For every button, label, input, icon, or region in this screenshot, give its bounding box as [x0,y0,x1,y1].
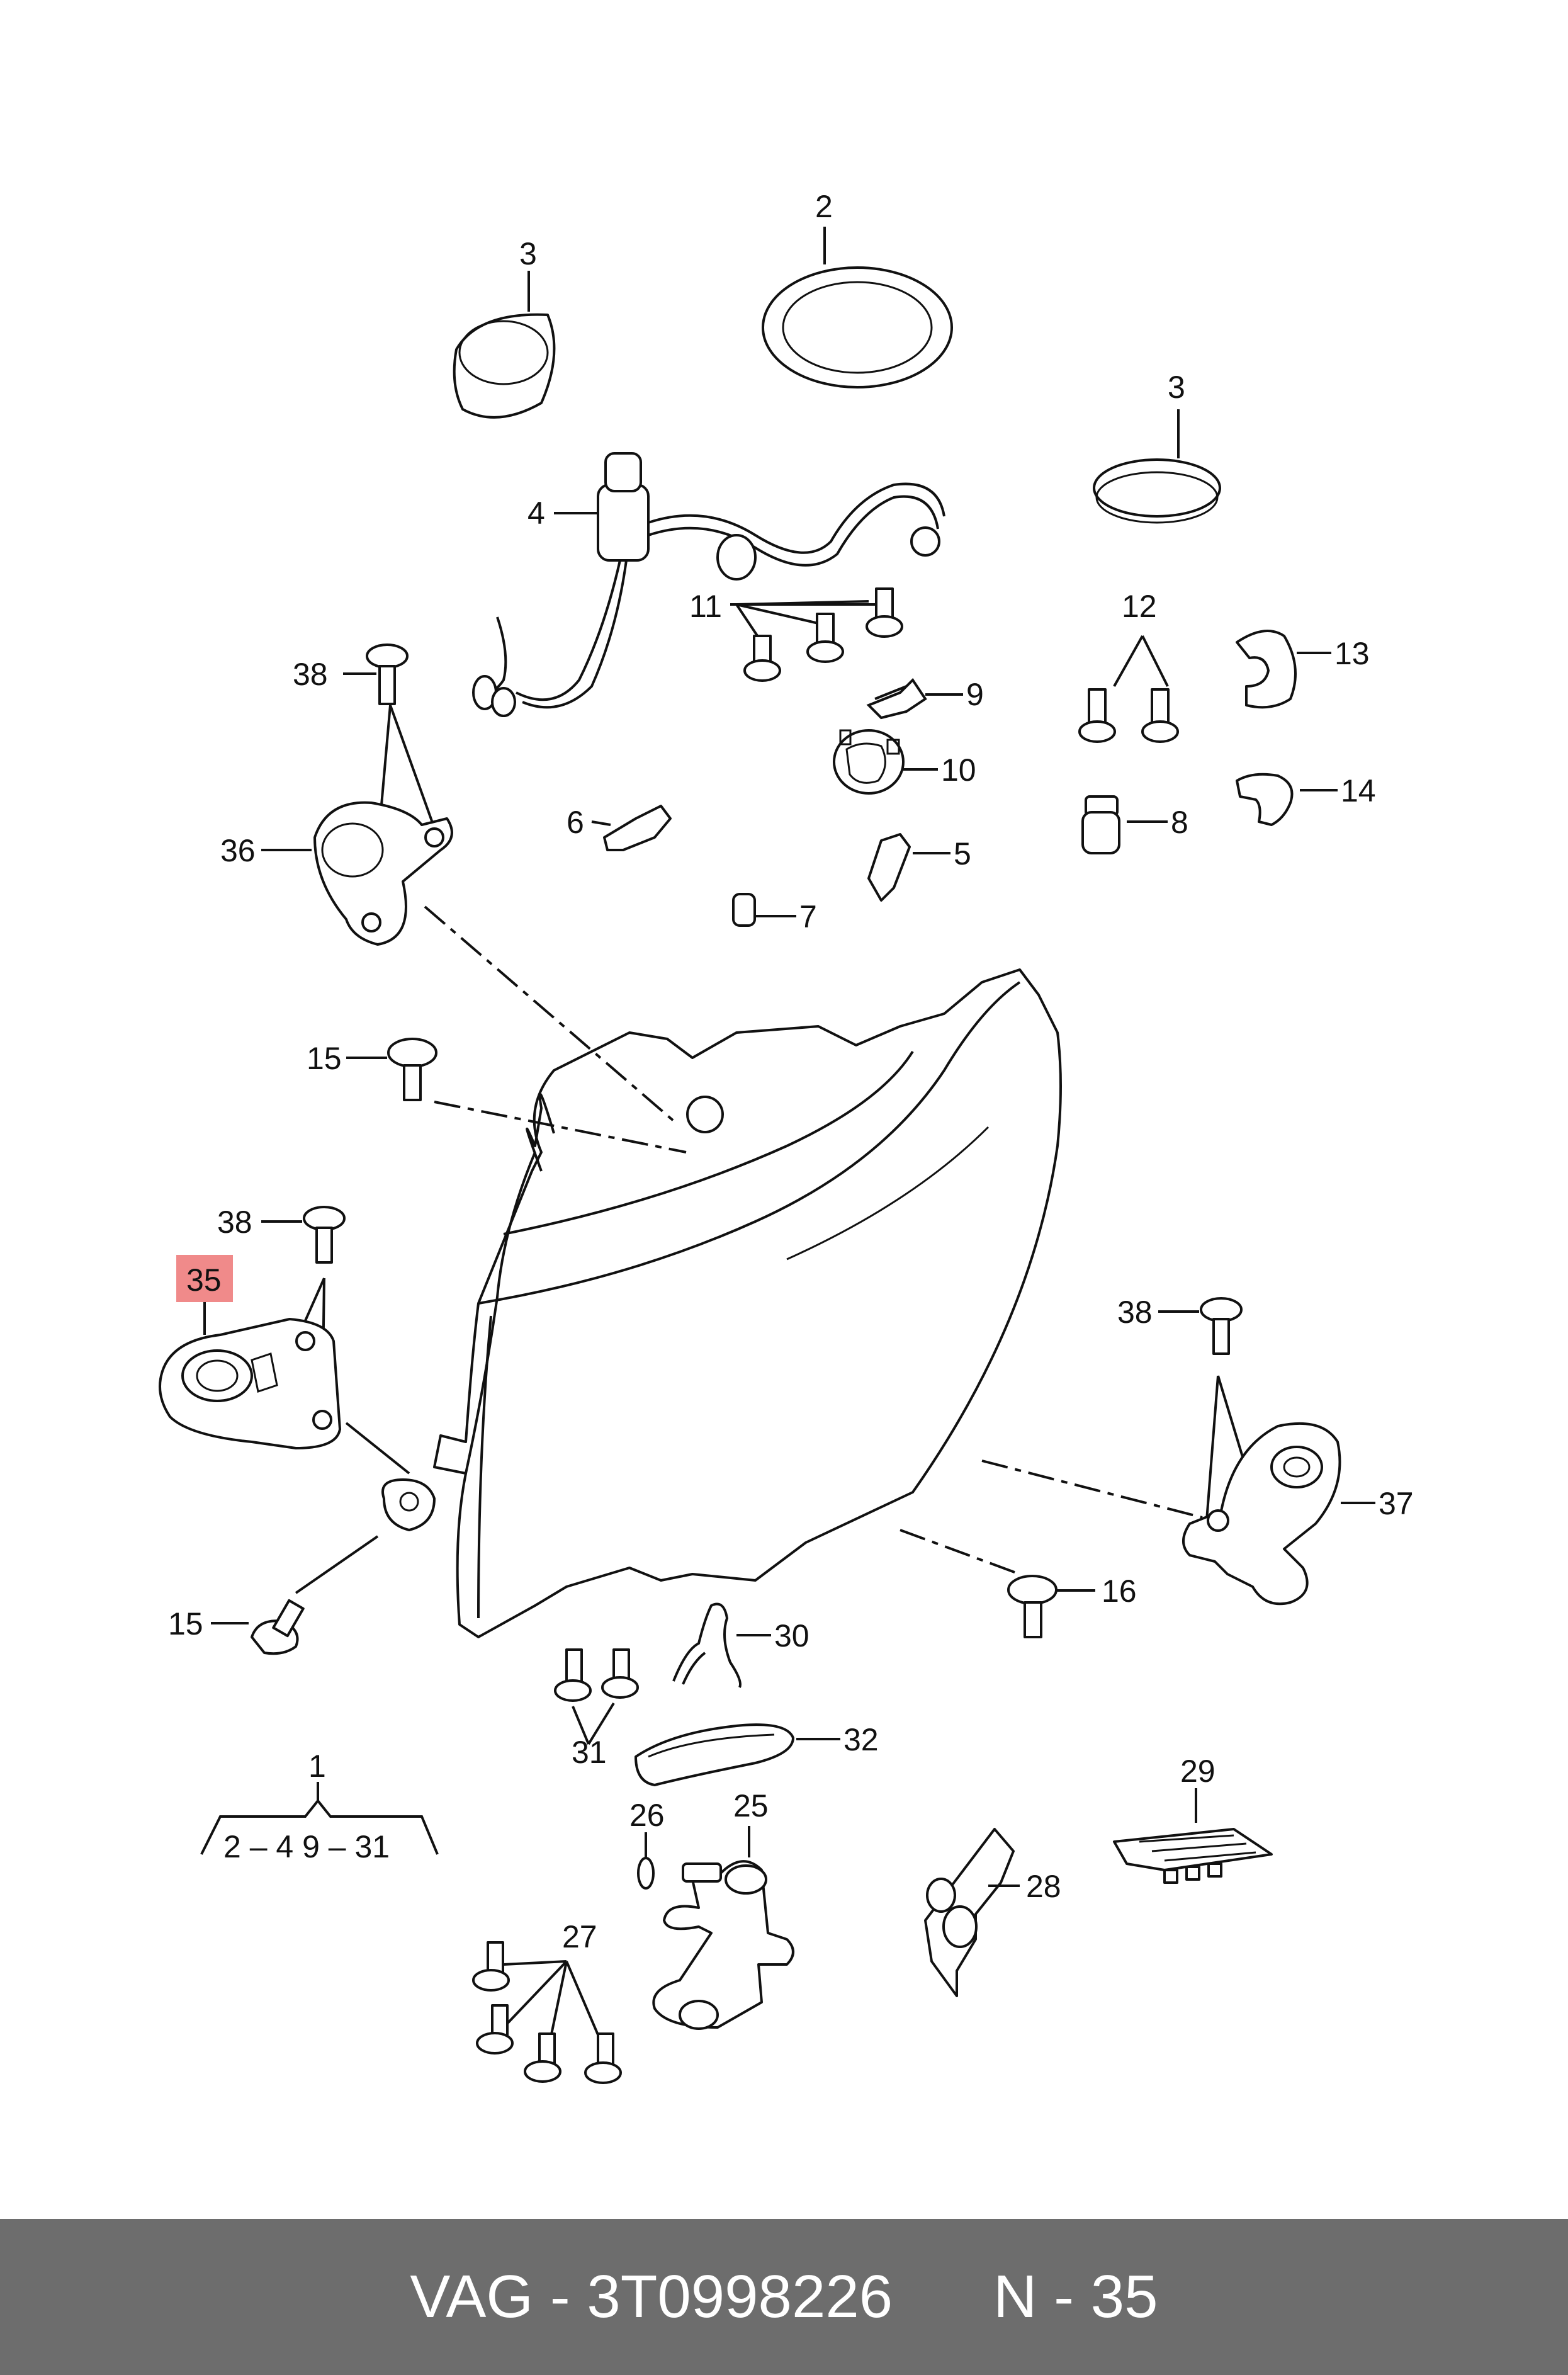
ring-part-3-right [1093,409,1221,524]
callout-15-bottom: 15 [168,1606,203,1641]
callout-35: 35 [186,1262,222,1298]
leader-15-top [434,1101,687,1153]
bulb-part-8 [1081,795,1168,854]
footer-position: N - 35 [993,2263,1158,2330]
footer-gap [893,2262,993,2332]
callout-32: 32 [843,1722,879,1757]
callout-26: 26 [629,1798,665,1833]
group-bracket-part-1 [200,1782,439,1855]
screws-part-27 [472,1941,622,2084]
gasket-ring-part-2 [762,227,953,388]
callout-31: 31 [572,1735,607,1770]
callout-1-range: 2 – 4 9 – 31 [223,1829,390,1864]
callout-29: 29 [1180,1754,1215,1789]
leader-36 [424,905,675,1122]
spring-clip-part-30 [672,1602,771,1688]
callout-7: 7 [799,899,817,934]
callout-38-top: 38 [293,657,328,692]
mount-part-28 [924,1828,1020,1997]
callout-3-left: 3 [519,236,537,271]
footer-brand: VAG [410,2263,534,2330]
o-ring-part-26 [637,1832,655,1890]
bulb-part-5 [867,833,950,902]
leader-37 [981,1460,1203,1519]
bracket-part-37 [1182,1422,1375,1606]
screw-part-16 [1007,1575,1095,1638]
clip-part-9 [866,677,963,720]
bulb-part-6 [591,805,672,851]
bulb-part-7 [732,893,796,927]
callout-35-highlight [176,1255,233,1302]
wiring-harness-part-4 [472,452,945,717]
bracket-part-36 [261,801,453,946]
callout-4: 4 [527,496,545,531]
footer-bar: VAG - 3T0998226 N - 35 [0,2219,1568,2375]
callout-30: 30 [774,1618,809,1653]
callout-3-right: 3 [1168,370,1185,405]
bracket-part-35 [159,1300,410,1475]
callout-28: 28 [1026,1869,1061,1904]
callout-5: 5 [954,836,971,871]
callout-14: 14 [1341,773,1376,808]
callout-12: 12 [1122,589,1157,624]
screws-part-11 [730,587,903,682]
callout-25: 25 [733,1788,769,1823]
callout-15-top: 15 [307,1041,342,1076]
callout-6: 6 [567,805,584,840]
bulb-part-13 [1236,630,1331,709]
bulb-part-14 [1236,773,1338,826]
callout-27: 27 [562,1919,597,1954]
washer-nozzle-part-25 [652,1826,794,2030]
screw-part-15-top [346,1038,437,1101]
callout-13: 13 [1334,636,1370,671]
callout-1: 1 [308,1749,326,1784]
callout-2: 2 [815,189,833,224]
headlight-housing [381,968,1062,1638]
callout-37: 37 [1379,1486,1414,1521]
callout-38-left: 38 [217,1205,252,1240]
callout-8: 8 [1171,805,1188,840]
callout-10: 10 [941,752,976,788]
ring-part-3-left [453,271,556,419]
footer-part-number: 3T0998226 [587,2263,893,2330]
parts-diagram: 2 3 3 4 11 [159,189,1414,2084]
grille-part-29 [1113,1788,1273,1884]
leader-16 [900,1529,1020,1575]
callout-38-right: 38 [1117,1295,1153,1330]
screw-part-15-bottom [211,1535,379,1655]
cover-cap-part-32 [635,1723,840,1786]
callout-9: 9 [966,677,984,712]
screws-part-12 [1078,635,1179,743]
callout-11: 11 [689,589,722,624]
screws-part-31 [554,1648,639,1745]
callout-36: 36 [220,833,256,868]
bulb-holder-part-10 [833,729,938,795]
callout-16: 16 [1102,1573,1137,1609]
footer-separator: - [533,2263,587,2330]
